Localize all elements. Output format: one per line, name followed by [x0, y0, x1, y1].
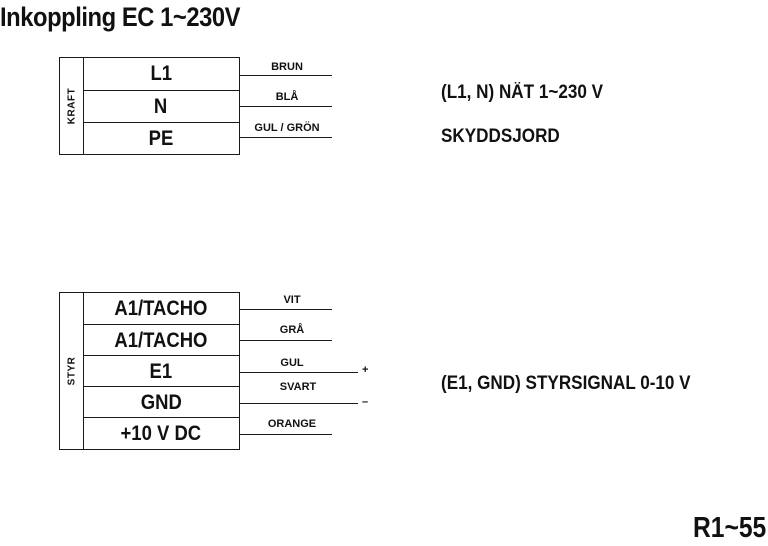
terminal-a1-tacho-1: A1/TACHO: [114, 296, 208, 320]
wire-label-gra: GRÅ: [279, 324, 305, 336]
page-title: Inkoppling EC 1~230V: [0, 2, 241, 32]
wire-svart: [240, 403, 358, 404]
wire-bla: [240, 106, 332, 107]
desc-control: (E1, GND) STYRSIGNAL 0-10 V: [441, 373, 691, 394]
sign-plus: +: [362, 364, 369, 376]
terminal-l1: L1: [150, 62, 172, 85]
wire-label-vit: VIT: [283, 294, 301, 306]
wire-label-gul: GUL: [280, 357, 304, 369]
wire-label-bla: BLÅ: [275, 91, 299, 103]
wire-brun: [240, 75, 332, 76]
kraft-side-label-box: KRAFT: [60, 58, 84, 154]
styr-side-label: STYR: [66, 356, 77, 386]
terminal-n: N: [83, 90, 239, 123]
terminal-10v-dc: +10 V DC: [83, 417, 239, 449]
sign-minus: –: [362, 396, 369, 408]
wire-gul: [240, 372, 358, 373]
wire-label-gul-gron: GUL / GRÖN: [254, 122, 320, 134]
wire-vit: [240, 309, 332, 310]
styr-terminal-block: STYR A1/TACHO A1/TACHO E1 GND +10 V DC: [59, 292, 240, 450]
wire-orange: [240, 434, 332, 435]
wire-gra: [240, 340, 332, 341]
styr-side-label-box: STYR: [60, 293, 84, 449]
terminal-a1-tacho-2: A1/TACHO: [83, 324, 239, 356]
kraft-terminal-block: KRAFT L1 N PE: [59, 57, 240, 155]
terminal-gnd: GND: [83, 386, 239, 418]
wire-gul-gron: [240, 137, 332, 138]
wire-label-brun: BRUN: [271, 61, 303, 73]
desc-mains: (L1, N) NÄT 1~230 V: [441, 82, 604, 103]
terminal-e1: E1: [83, 355, 239, 387]
desc-earth: SKYDDSJORD: [441, 126, 560, 147]
wire-label-orange: ORANGE: [267, 418, 317, 430]
kraft-side-label: KRAFT: [66, 87, 77, 125]
model-code: R1~55: [692, 512, 766, 544]
terminal-pe: PE: [83, 122, 239, 154]
wire-label-svart: SVART: [279, 381, 317, 393]
